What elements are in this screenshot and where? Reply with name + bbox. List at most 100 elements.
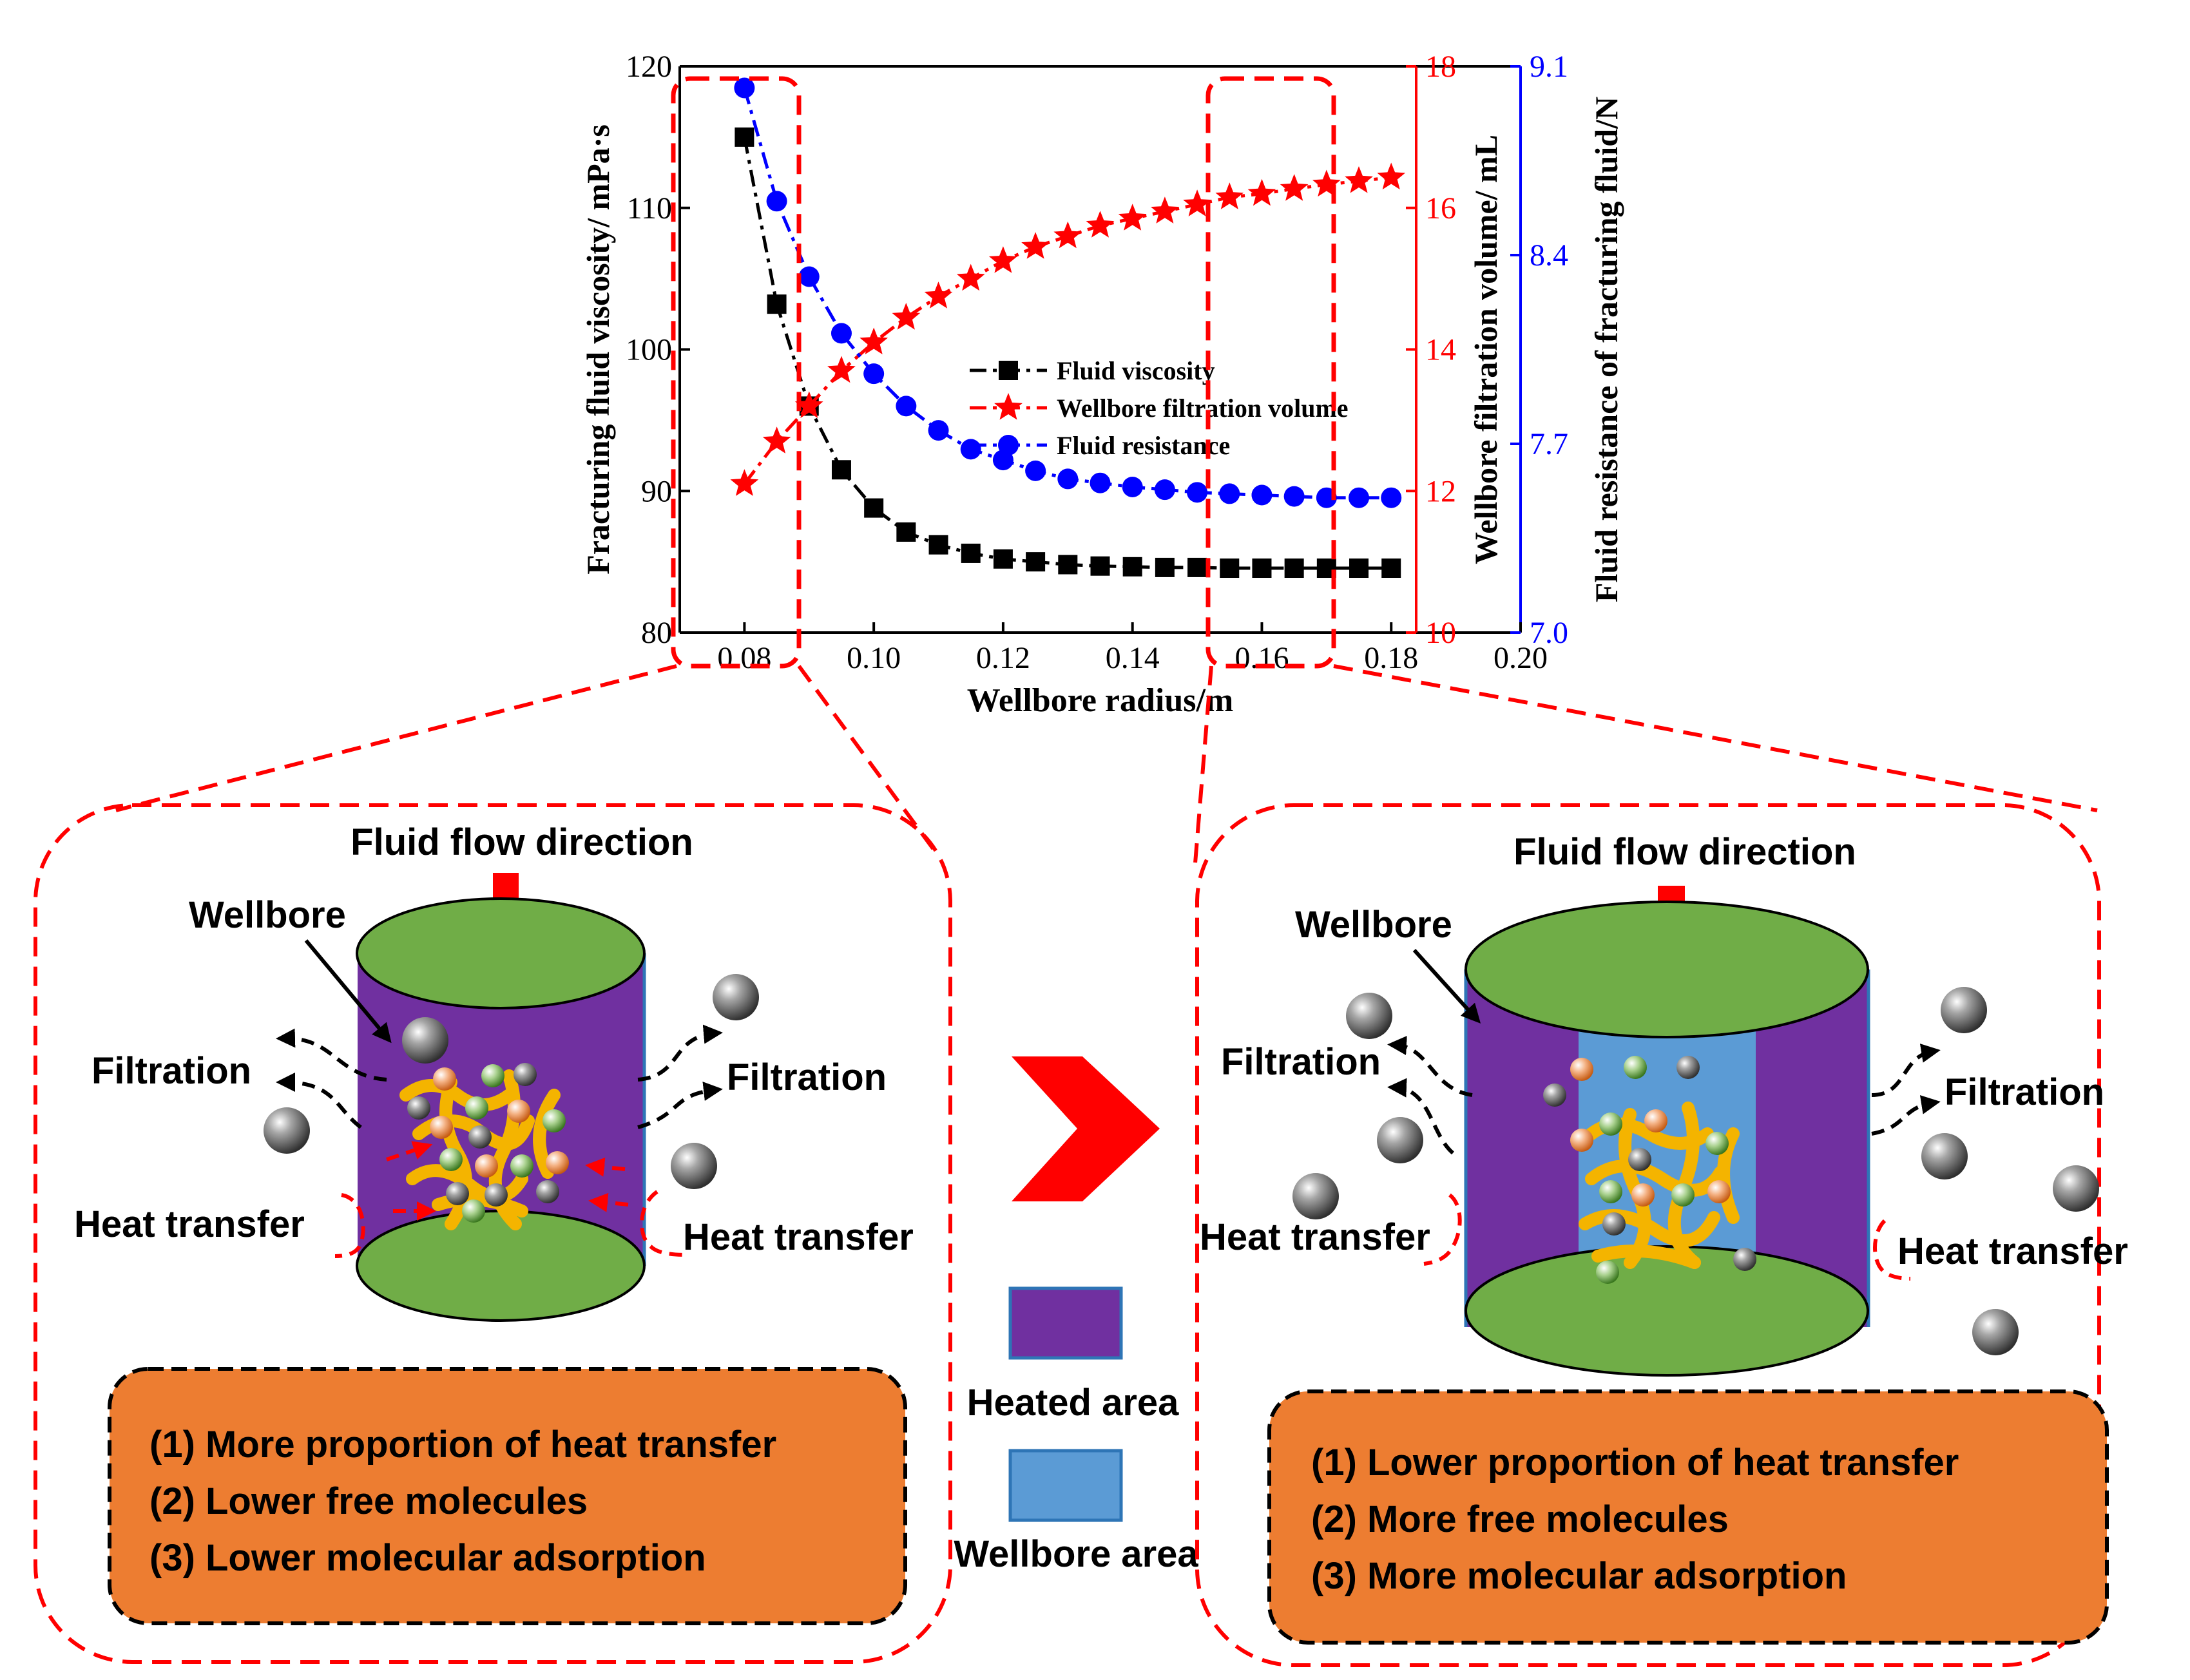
data-point bbox=[1053, 221, 1082, 249]
data-point bbox=[1381, 558, 1401, 578]
data-point bbox=[1118, 204, 1147, 231]
right-cylinder-bottom bbox=[1465, 1245, 1869, 1377]
data-point bbox=[1251, 484, 1273, 506]
free-molecule bbox=[402, 1017, 448, 1064]
molecule-grey bbox=[407, 1096, 430, 1120]
data-point bbox=[1349, 487, 1370, 508]
data-point bbox=[1090, 556, 1110, 576]
molecule-grey bbox=[485, 1183, 508, 1207]
right-wellbore-pointer bbox=[1412, 948, 1481, 1024]
molecule-grey bbox=[1628, 1148, 1651, 1171]
molecule-green bbox=[510, 1154, 533, 1178]
left-filtration-label-right: Filtration bbox=[727, 1056, 887, 1098]
legend-wellbore-swatch bbox=[1008, 1449, 1123, 1522]
data-point bbox=[1122, 476, 1143, 497]
left-filtration-arrows bbox=[276, 1024, 723, 1129]
data-point bbox=[1057, 468, 1079, 490]
molecule-grey bbox=[446, 1182, 469, 1205]
data-point bbox=[1220, 558, 1240, 578]
zoom-line-left-a bbox=[115, 664, 677, 812]
data-point bbox=[1312, 169, 1341, 197]
right2-y-axis-label: Fluid resistance of fracturing fluid/N bbox=[1588, 97, 1624, 602]
data-point bbox=[766, 191, 787, 212]
x-tick-label: 0.12 bbox=[976, 641, 1030, 675]
x-tick-label: 0.16 bbox=[1234, 641, 1289, 675]
molecule-green bbox=[543, 1109, 566, 1132]
molecule-green bbox=[1596, 1261, 1619, 1284]
molecule-grey bbox=[536, 1180, 559, 1203]
right-flow-label: Fluid flow direction bbox=[1513, 831, 1856, 873]
data-point bbox=[892, 303, 921, 330]
left-panel-frame bbox=[34, 803, 952, 1664]
molecule-pink bbox=[1570, 1058, 1593, 1081]
left-note-point-1: (1) More proportion of heat transfer bbox=[149, 1424, 776, 1465]
free-molecule bbox=[264, 1107, 310, 1154]
molecule-green bbox=[1671, 1183, 1695, 1207]
legend-label: Fluid viscosity bbox=[1057, 356, 1215, 385]
left-y-tick-label: 100 bbox=[626, 333, 672, 367]
left-cylinder-bottom bbox=[356, 1210, 646, 1322]
data-point bbox=[993, 549, 1013, 569]
data-point bbox=[1187, 482, 1208, 503]
left-heat-arrows bbox=[334, 1141, 687, 1258]
molecule-pink bbox=[1707, 1180, 1731, 1203]
left-heat-label-right: Heat transfer bbox=[683, 1216, 914, 1258]
free-molecule bbox=[2053, 1165, 2099, 1212]
left-filtration-label-left: Filtration bbox=[91, 1050, 251, 1092]
x-tick-label: 0.10 bbox=[847, 641, 901, 675]
molecule-green bbox=[481, 1064, 504, 1087]
data-point bbox=[1252, 558, 1272, 578]
left-heat-label-left: Heat transfer bbox=[74, 1203, 305, 1245]
right1-y-tick-label: 16 bbox=[1425, 191, 1456, 225]
highlight-box-right bbox=[1205, 76, 1336, 669]
molecule-pink bbox=[507, 1100, 530, 1123]
x-tick-label: 0.20 bbox=[1494, 641, 1548, 675]
right-wellbore-label: Wellbore bbox=[1295, 904, 1452, 946]
right-panel: Fluid flow direction bbox=[1195, 803, 2128, 1667]
transition-arrow bbox=[1012, 1056, 1160, 1201]
left-flow-label: Fluid flow direction bbox=[351, 821, 693, 863]
data-point bbox=[864, 498, 884, 518]
left-y-tick-label: 80 bbox=[641, 616, 672, 650]
left-wellbore-label: Wellbore bbox=[189, 894, 346, 936]
left-y-tick-label: 110 bbox=[627, 191, 672, 225]
data-point bbox=[860, 327, 888, 355]
legend-label: Fluid resistance bbox=[1057, 431, 1230, 460]
data-point bbox=[1381, 487, 1402, 508]
series-square bbox=[735, 127, 1401, 578]
left-note-point-2: (2) Lower free molecules bbox=[149, 1480, 588, 1522]
molecule-pink bbox=[546, 1151, 569, 1174]
data-point bbox=[1284, 558, 1304, 578]
data-point bbox=[960, 439, 981, 460]
free-molecule bbox=[713, 974, 759, 1020]
data-point bbox=[863, 363, 885, 385]
data-point bbox=[1345, 166, 1373, 193]
data-point bbox=[1090, 472, 1111, 493]
data-point bbox=[827, 356, 856, 383]
data-point bbox=[734, 77, 755, 99]
data-point bbox=[794, 391, 823, 418]
data-point bbox=[735, 127, 754, 147]
molecule-grey bbox=[468, 1125, 492, 1149]
data-point bbox=[1187, 557, 1207, 577]
molecule-pink bbox=[430, 1116, 453, 1139]
left-cylinder-top bbox=[356, 897, 646, 1009]
molecule-grey bbox=[514, 1063, 537, 1086]
right2-y-tick-label: 7.7 bbox=[1530, 427, 1568, 461]
free-molecule bbox=[1292, 1173, 1339, 1219]
free-molecule bbox=[671, 1143, 717, 1189]
data-point bbox=[1058, 555, 1078, 575]
molecule-grey bbox=[1733, 1248, 1756, 1271]
right2-y-tick-label: 8.4 bbox=[1530, 238, 1568, 272]
data-point bbox=[896, 396, 917, 417]
data-point bbox=[730, 469, 759, 496]
molecule-pink bbox=[433, 1067, 456, 1091]
right-heat-label-right: Heat transfer bbox=[1897, 1230, 2128, 1272]
legend-wellbore-label: Wellbore area bbox=[954, 1533, 1198, 1575]
data-point bbox=[896, 522, 916, 542]
zoom-line-right-a bbox=[1193, 665, 1213, 864]
data-point bbox=[1025, 460, 1046, 481]
right1-y-tick-label: 14 bbox=[1425, 333, 1456, 367]
